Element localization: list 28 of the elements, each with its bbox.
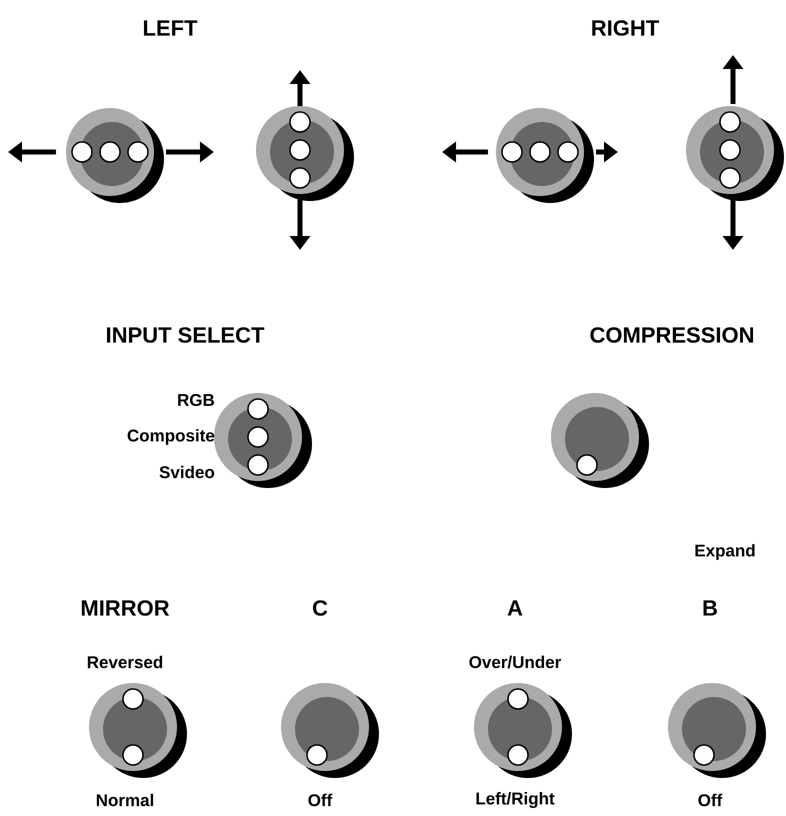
- knob: [281, 683, 379, 778]
- position-label: Off: [698, 794, 722, 806]
- heading: INPUT SELECT: [107, 327, 264, 343]
- heading: MIRROR: [82, 600, 170, 616]
- position-label: Left/Right: [476, 792, 554, 808]
- knob: [686, 106, 784, 201]
- position-label: Composite: [128, 429, 214, 445]
- knob: [89, 683, 187, 778]
- heading: LEFT: [144, 20, 198, 36]
- position-label: Expand: [695, 544, 755, 560]
- knob: [214, 393, 312, 488]
- position-label: Normal: [96, 794, 154, 806]
- heading: A: [508, 600, 522, 616]
- knob: [668, 683, 766, 778]
- knob: [551, 393, 649, 488]
- position-label: Over/Under: [469, 656, 562, 668]
- position-label: Svideo: [160, 466, 214, 478]
- knob: [496, 108, 594, 203]
- position-label: RGB: [178, 394, 214, 406]
- position-label: Reversed: [88, 656, 162, 668]
- position-label: Off: [308, 794, 332, 806]
- heading: C: [312, 600, 328, 616]
- knob: [66, 108, 164, 203]
- heading: B: [704, 600, 717, 616]
- knob: [256, 106, 354, 201]
- heading: COMPRESSION: [590, 327, 754, 343]
- heading: RIGHT: [592, 20, 659, 36]
- knob: [474, 683, 572, 778]
